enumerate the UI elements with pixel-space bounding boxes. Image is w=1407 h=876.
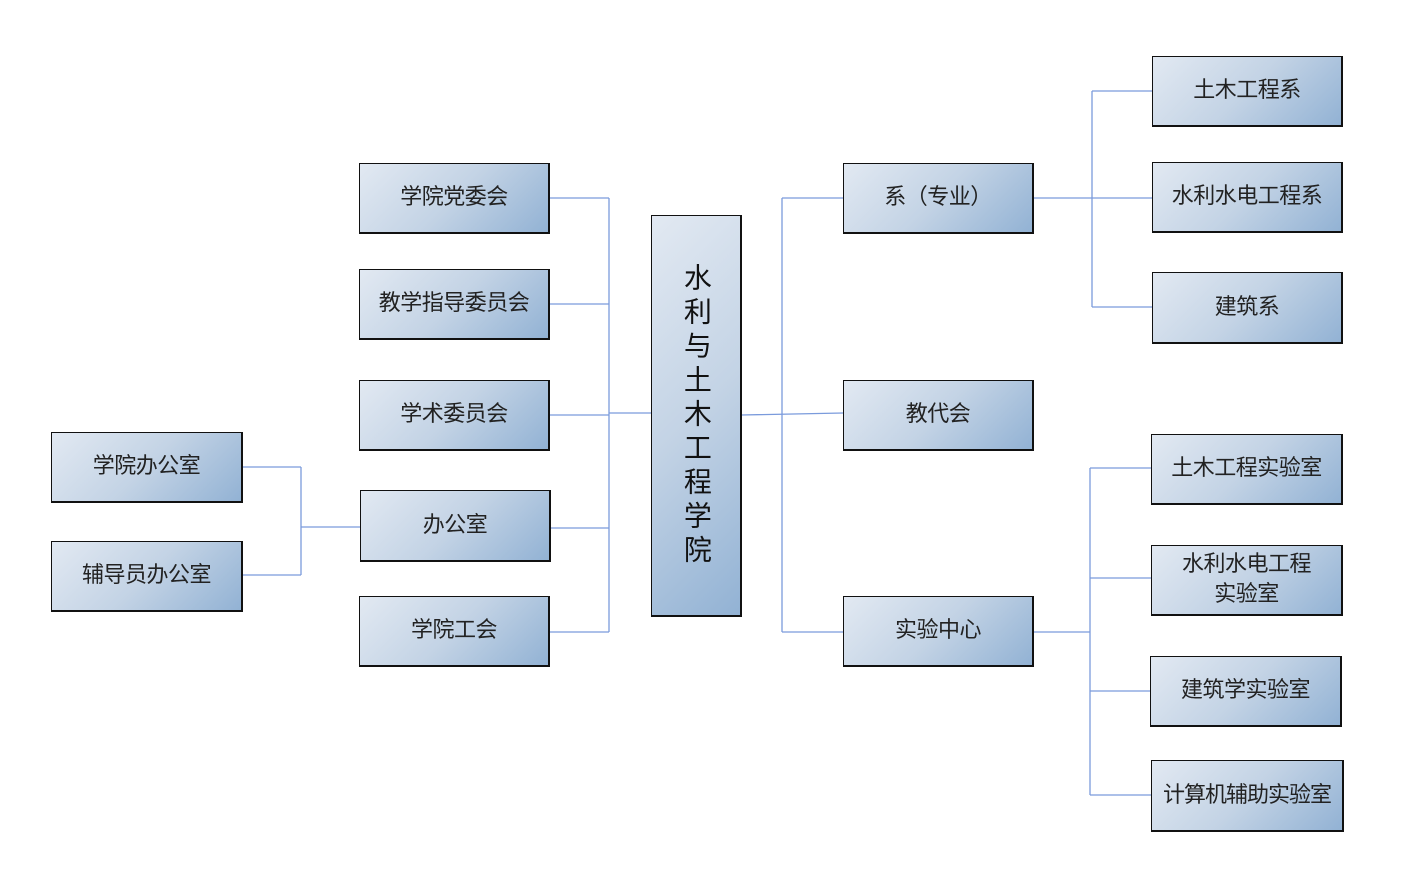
node-hydro-dept: 水利水电工程系: [1152, 162, 1343, 233]
node-architecture-lab: 建筑学实验室: [1150, 656, 1342, 727]
node-party-committee: 学院党委会: [359, 163, 550, 234]
node-lab-center: 实验中心: [843, 596, 1034, 667]
node-civil-dept: 土木工程系: [1152, 56, 1343, 127]
node-cad-lab: 计算机辅助实验室: [1151, 760, 1344, 832]
node-office: 办公室: [360, 490, 551, 562]
node-hydro-lab: 水利水电工程实验室: [1151, 545, 1343, 616]
node-civil-lab: 土木工程实验室: [1151, 434, 1343, 505]
node-counselor-office: 辅导员办公室: [51, 541, 243, 612]
node-academic-committee: 学术委员会: [359, 380, 550, 451]
node-teaching-committee: 教学指导委员会: [359, 269, 550, 340]
college-node: 水利与土木工程学院: [651, 215, 742, 617]
node-union: 学院工会: [359, 596, 550, 667]
node-departments: 系（专业）: [843, 163, 1034, 234]
node-staff-congress: 教代会: [843, 380, 1034, 451]
node-architecture-dept: 建筑系: [1152, 272, 1343, 344]
node-college-office: 学院办公室: [51, 432, 243, 503]
